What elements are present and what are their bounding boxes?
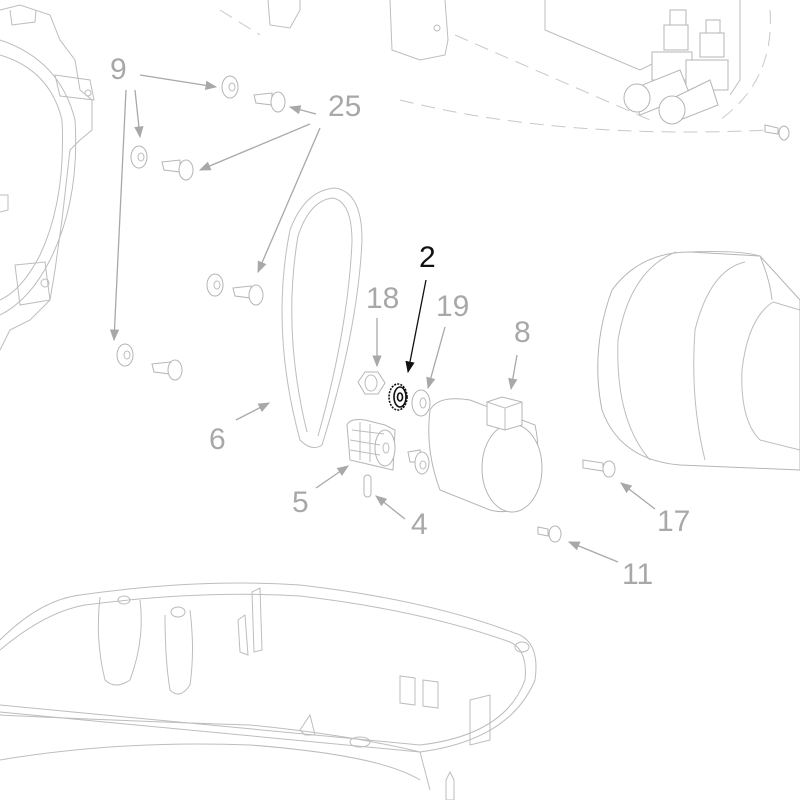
callout-6[interactable]: 6	[209, 423, 226, 456]
switch-assembly	[623, 9, 729, 125]
motor	[407, 396, 543, 513]
callout-11[interactable]: 11	[622, 558, 654, 591]
housing-frame-left	[0, 4, 95, 351]
motor-housing-cylinder	[597, 251, 800, 471]
callout-5[interactable]: 5	[292, 486, 309, 519]
motor-screw	[582, 459, 616, 478]
toothed-lock-washer[interactable]	[388, 383, 408, 411]
drive-pulley	[346, 419, 396, 471]
callout-9[interactable]: 9	[110, 53, 127, 86]
flat-washer	[411, 389, 431, 417]
callout-8[interactable]: 8	[514, 316, 531, 349]
screw-right-edge	[764, 124, 790, 141]
dowel-pin	[363, 474, 372, 498]
drive-belt	[281, 187, 363, 449]
callout-19[interactable]: 19	[436, 290, 470, 323]
lower-shell	[0, 582, 537, 800]
callout-4[interactable]: 4	[411, 508, 428, 541]
small-screw	[537, 525, 562, 543]
callout-18[interactable]: 18	[366, 282, 400, 315]
callout-2-highlighted[interactable]: 2	[419, 241, 436, 274]
rear-cover-top	[219, 0, 771, 133]
callout-17[interactable]: 17	[657, 505, 691, 538]
hex-nut	[357, 371, 386, 395]
callout-25[interactable]: 25	[328, 90, 362, 123]
screws-25	[151, 91, 286, 381]
leader-arrows	[109, 74, 656, 563]
washers-9	[116, 75, 239, 367]
